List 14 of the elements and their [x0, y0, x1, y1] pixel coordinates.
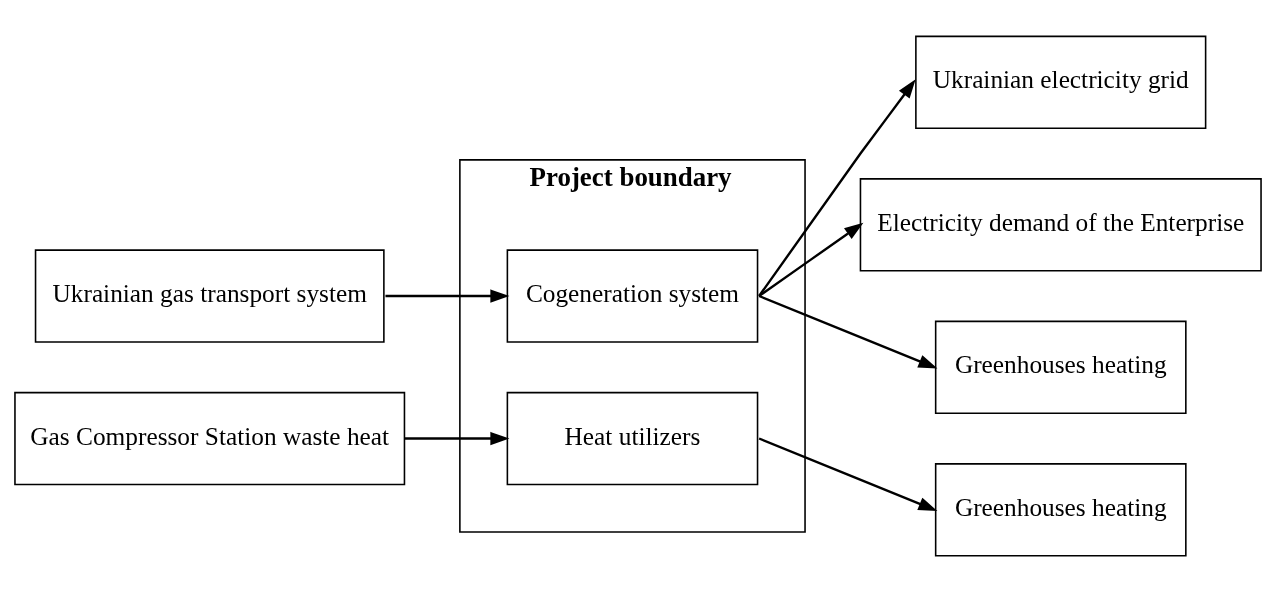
- arrow: [758, 78, 916, 297]
- arrow: [758, 222, 864, 297]
- node-box: Ukrainian gas transport system: [34, 248, 385, 343]
- node-box: Greenhouses heating: [934, 462, 1187, 556]
- node-box: Electricity demand of the Enterprise: [859, 177, 1262, 271]
- node-box: Cogeneration system: [506, 248, 759, 343]
- arrow: [385, 288, 510, 303]
- arrow: [758, 436, 938, 511]
- node-box: Greenhouses heating: [934, 320, 1187, 414]
- node-box: Heat utilizers: [506, 391, 759, 485]
- arrow: [404, 431, 510, 445]
- node-box: Ukrainian electricity grid: [915, 35, 1207, 129]
- node-box: Gas Compressor Station waste heat: [14, 391, 406, 485]
- arrow: [758, 294, 938, 369]
